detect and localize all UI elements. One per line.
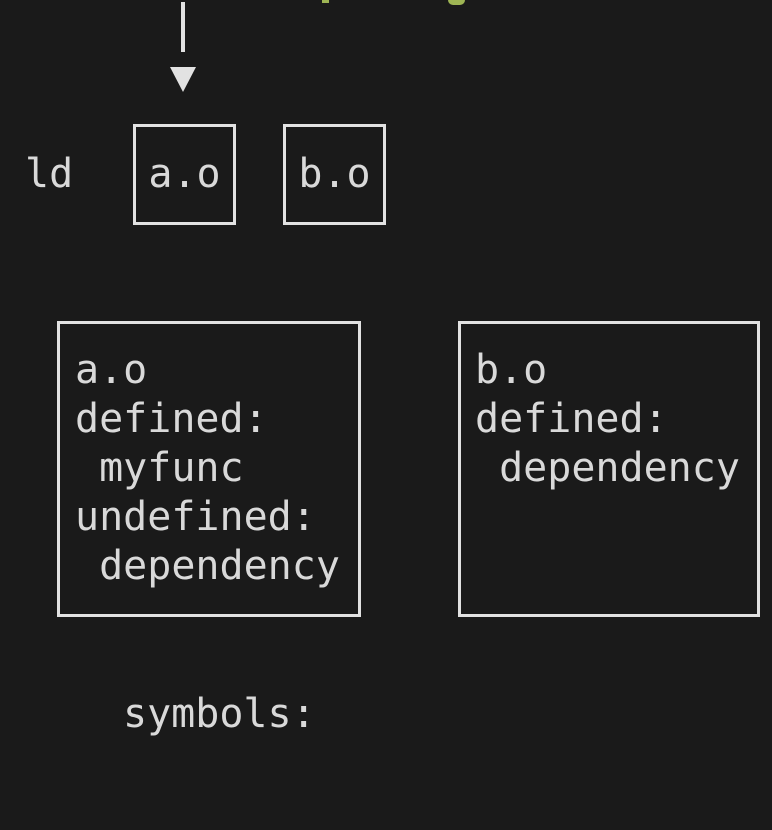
symbol-table-b: b.o defined: dependency [458,321,760,617]
object-file-label: a.o [148,151,221,197]
object-file-label: b.o [298,151,371,197]
down-arrow-icon [170,67,196,92]
arrow-shaft [181,2,185,52]
object-file-box-a: a.o [133,124,236,225]
symbol-table-a: a.o defined: myfunc undefined: dependenc… [57,321,361,617]
object-file-box-b: b.o [283,124,386,225]
clipped-green-text-fragment [322,0,329,3]
symbols-caption: symbols: [123,691,316,737]
linker-label: ld [25,151,74,197]
clipped-green-text-fragment [448,0,465,5]
